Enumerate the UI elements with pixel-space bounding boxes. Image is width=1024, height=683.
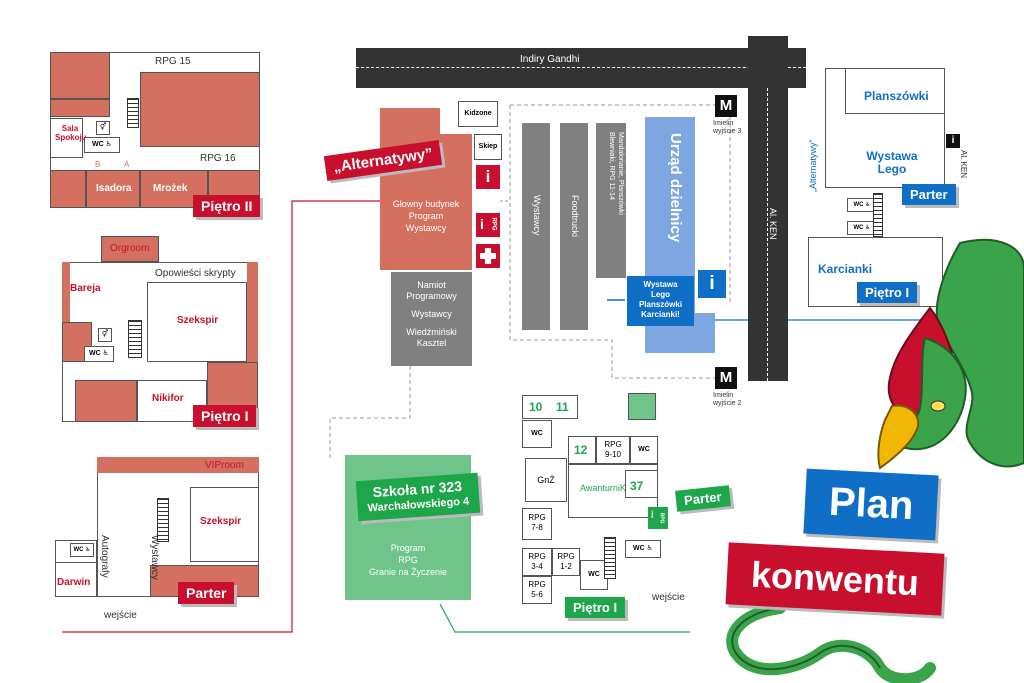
title-konwentu: konwentu [725,542,945,616]
road-indiry-gandhi [356,48,806,88]
label-planszowki: Planszówki [864,89,929,103]
wc-icon: WC ♿ [70,543,94,557]
label-opowiesci: Opowieści skrypty [155,268,236,279]
label-nikifor: Nikifor [152,393,184,404]
room-orgroom [101,236,159,262]
info-icon: i [698,270,726,298]
label-mrozek: Mrożek [153,183,188,194]
room-gnz: GnŻ [525,458,567,502]
wc-gender-icon: ⚥ [96,121,110,135]
stairs-icon [604,537,616,579]
floor-tag-parter: Parter [178,582,235,604]
wc-icon: WC ♿ [84,346,114,362]
label-bareja: Bareja [70,283,101,294]
room-block [50,99,110,117]
label-rpg-15: RPG 15 [155,56,191,67]
room-sala-spokoju [50,118,83,158]
room-12: 12 [574,443,588,457]
dragon-mascot-illustration [726,238,1024,683]
area-wystawcy [522,123,550,330]
area-mandalorianie [596,123,626,278]
label-karcianki: Karcianki [818,262,873,276]
road-al-ken [748,36,788,381]
tent-namiot-programowy [391,272,472,366]
room-block [50,52,110,99]
label-door-b: B [95,160,101,169]
room-isadora [86,170,140,208]
wc-icon: WC ♿ [625,540,661,558]
stairs-icon [128,320,142,358]
label-foodtrucki: Foodtrucki [570,195,580,238]
label-szekspir-p1: Szekspir [177,315,219,326]
floor-tag-right-pietro: Piętro I [857,282,918,303]
stairs-icon [157,498,169,542]
label-rpg-16: RPG 16 [200,153,236,164]
label-wejscie-parter: wejście [104,610,137,621]
floor-tag-right-parter: Parter [902,184,956,205]
label-orgroom: Orgroom [110,243,150,254]
sklep-box: Skiep [474,134,502,160]
info-icon: i [946,134,960,148]
floor-tag-pietro-1: Piętro I [193,405,257,427]
floor-tag-pietro-2: Piętro II [193,195,261,217]
label-door-a: A [124,160,130,169]
wc-icon: WC [630,436,658,464]
label-viproom: VIProom [205,460,244,471]
label-wejscie-school: wejście [652,592,685,603]
floor-tag-school-pietro-1: Piętro I [565,597,626,618]
kidzone-box: Kidzone [458,101,498,127]
stairs-icon [127,98,139,128]
metro-icon: M [715,367,737,389]
main-building [380,108,472,270]
metro-icon: M [715,95,737,117]
room-avanturnik: AwanturniK20 [580,483,636,493]
room-darwin [55,562,97,597]
label-indiry-gandhi: Indiry Gandhi [520,54,580,65]
label-isadora: Isadora [96,183,132,194]
wc-gender-icon: ⚥ [98,328,112,342]
label-alternatywy-right: „Alternatywy” [808,139,818,192]
label-al-ken-small: Al. KEN [959,150,968,179]
room-block [50,170,86,208]
label-urzad: Urząd dzielnicy [667,133,684,243]
room-szekspir-parter [190,487,259,562]
room-10: 10 [529,400,543,414]
room-szekspir [147,282,247,362]
label-wystawcy: Wystawcy [532,195,542,236]
stairs-icon [873,193,883,237]
wc-icon: WC ♿ [84,137,120,153]
wc-icon: WC [580,560,608,590]
room-mrozek [140,170,208,208]
room-rpg-15 [140,72,260,147]
room-11: 11 [556,400,569,414]
info-icon: i [476,165,500,189]
first-aid-icon [476,244,500,268]
area-foodtrucki [560,123,588,330]
label-darwin: Darwin [57,577,91,588]
room-37: 37 [630,479,644,493]
wc-icon: WC [522,420,552,448]
label-szekspir-parter: Szekspir [200,516,242,527]
room-planszowki [845,68,945,114]
title-plan: Plan [803,468,940,541]
